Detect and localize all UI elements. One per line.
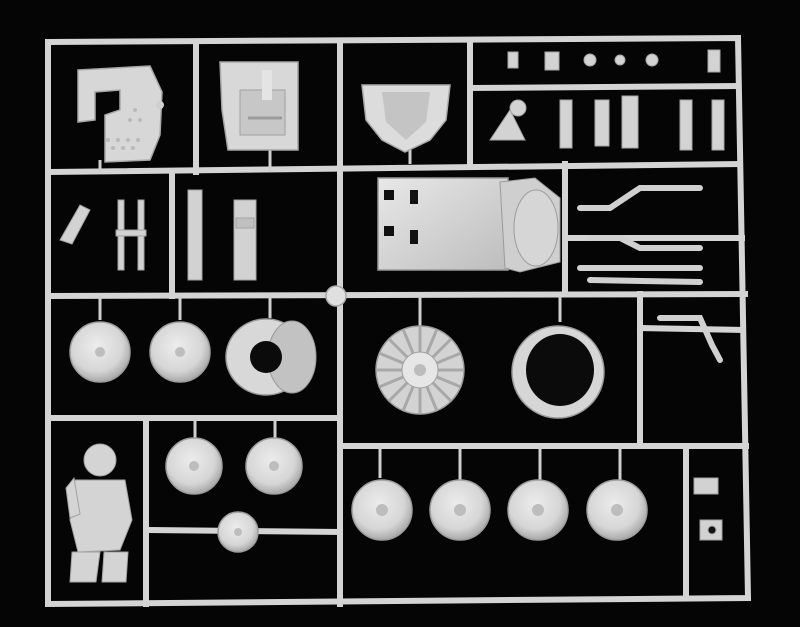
sprue-frame bbox=[45, 34, 752, 608]
wheel bbox=[165, 437, 223, 495]
wheel bbox=[507, 479, 569, 541]
small-wheel bbox=[217, 511, 259, 553]
cowling-ring bbox=[511, 325, 605, 419]
shield-part bbox=[361, 84, 451, 153]
wheel bbox=[245, 437, 303, 495]
small-parts-bottom-right bbox=[693, 477, 723, 541]
wheel bbox=[586, 479, 648, 541]
cockpit-seat-part bbox=[77, 65, 164, 163]
pilot-figure bbox=[65, 443, 133, 583]
sprue-gates bbox=[98, 150, 622, 532]
pipe-parts bbox=[577, 185, 723, 363]
wheel bbox=[429, 479, 491, 541]
wheel bbox=[69, 321, 131, 383]
radial-engine bbox=[375, 325, 465, 415]
engine-cowling bbox=[225, 318, 317, 396]
small-parts-top-right bbox=[489, 49, 725, 151]
wheel bbox=[351, 479, 413, 541]
frame-part bbox=[219, 61, 299, 151]
fuselage-box-part bbox=[377, 177, 561, 273]
wheel bbox=[149, 321, 211, 383]
sprue-hub bbox=[325, 285, 347, 307]
strut-parts bbox=[59, 189, 257, 281]
